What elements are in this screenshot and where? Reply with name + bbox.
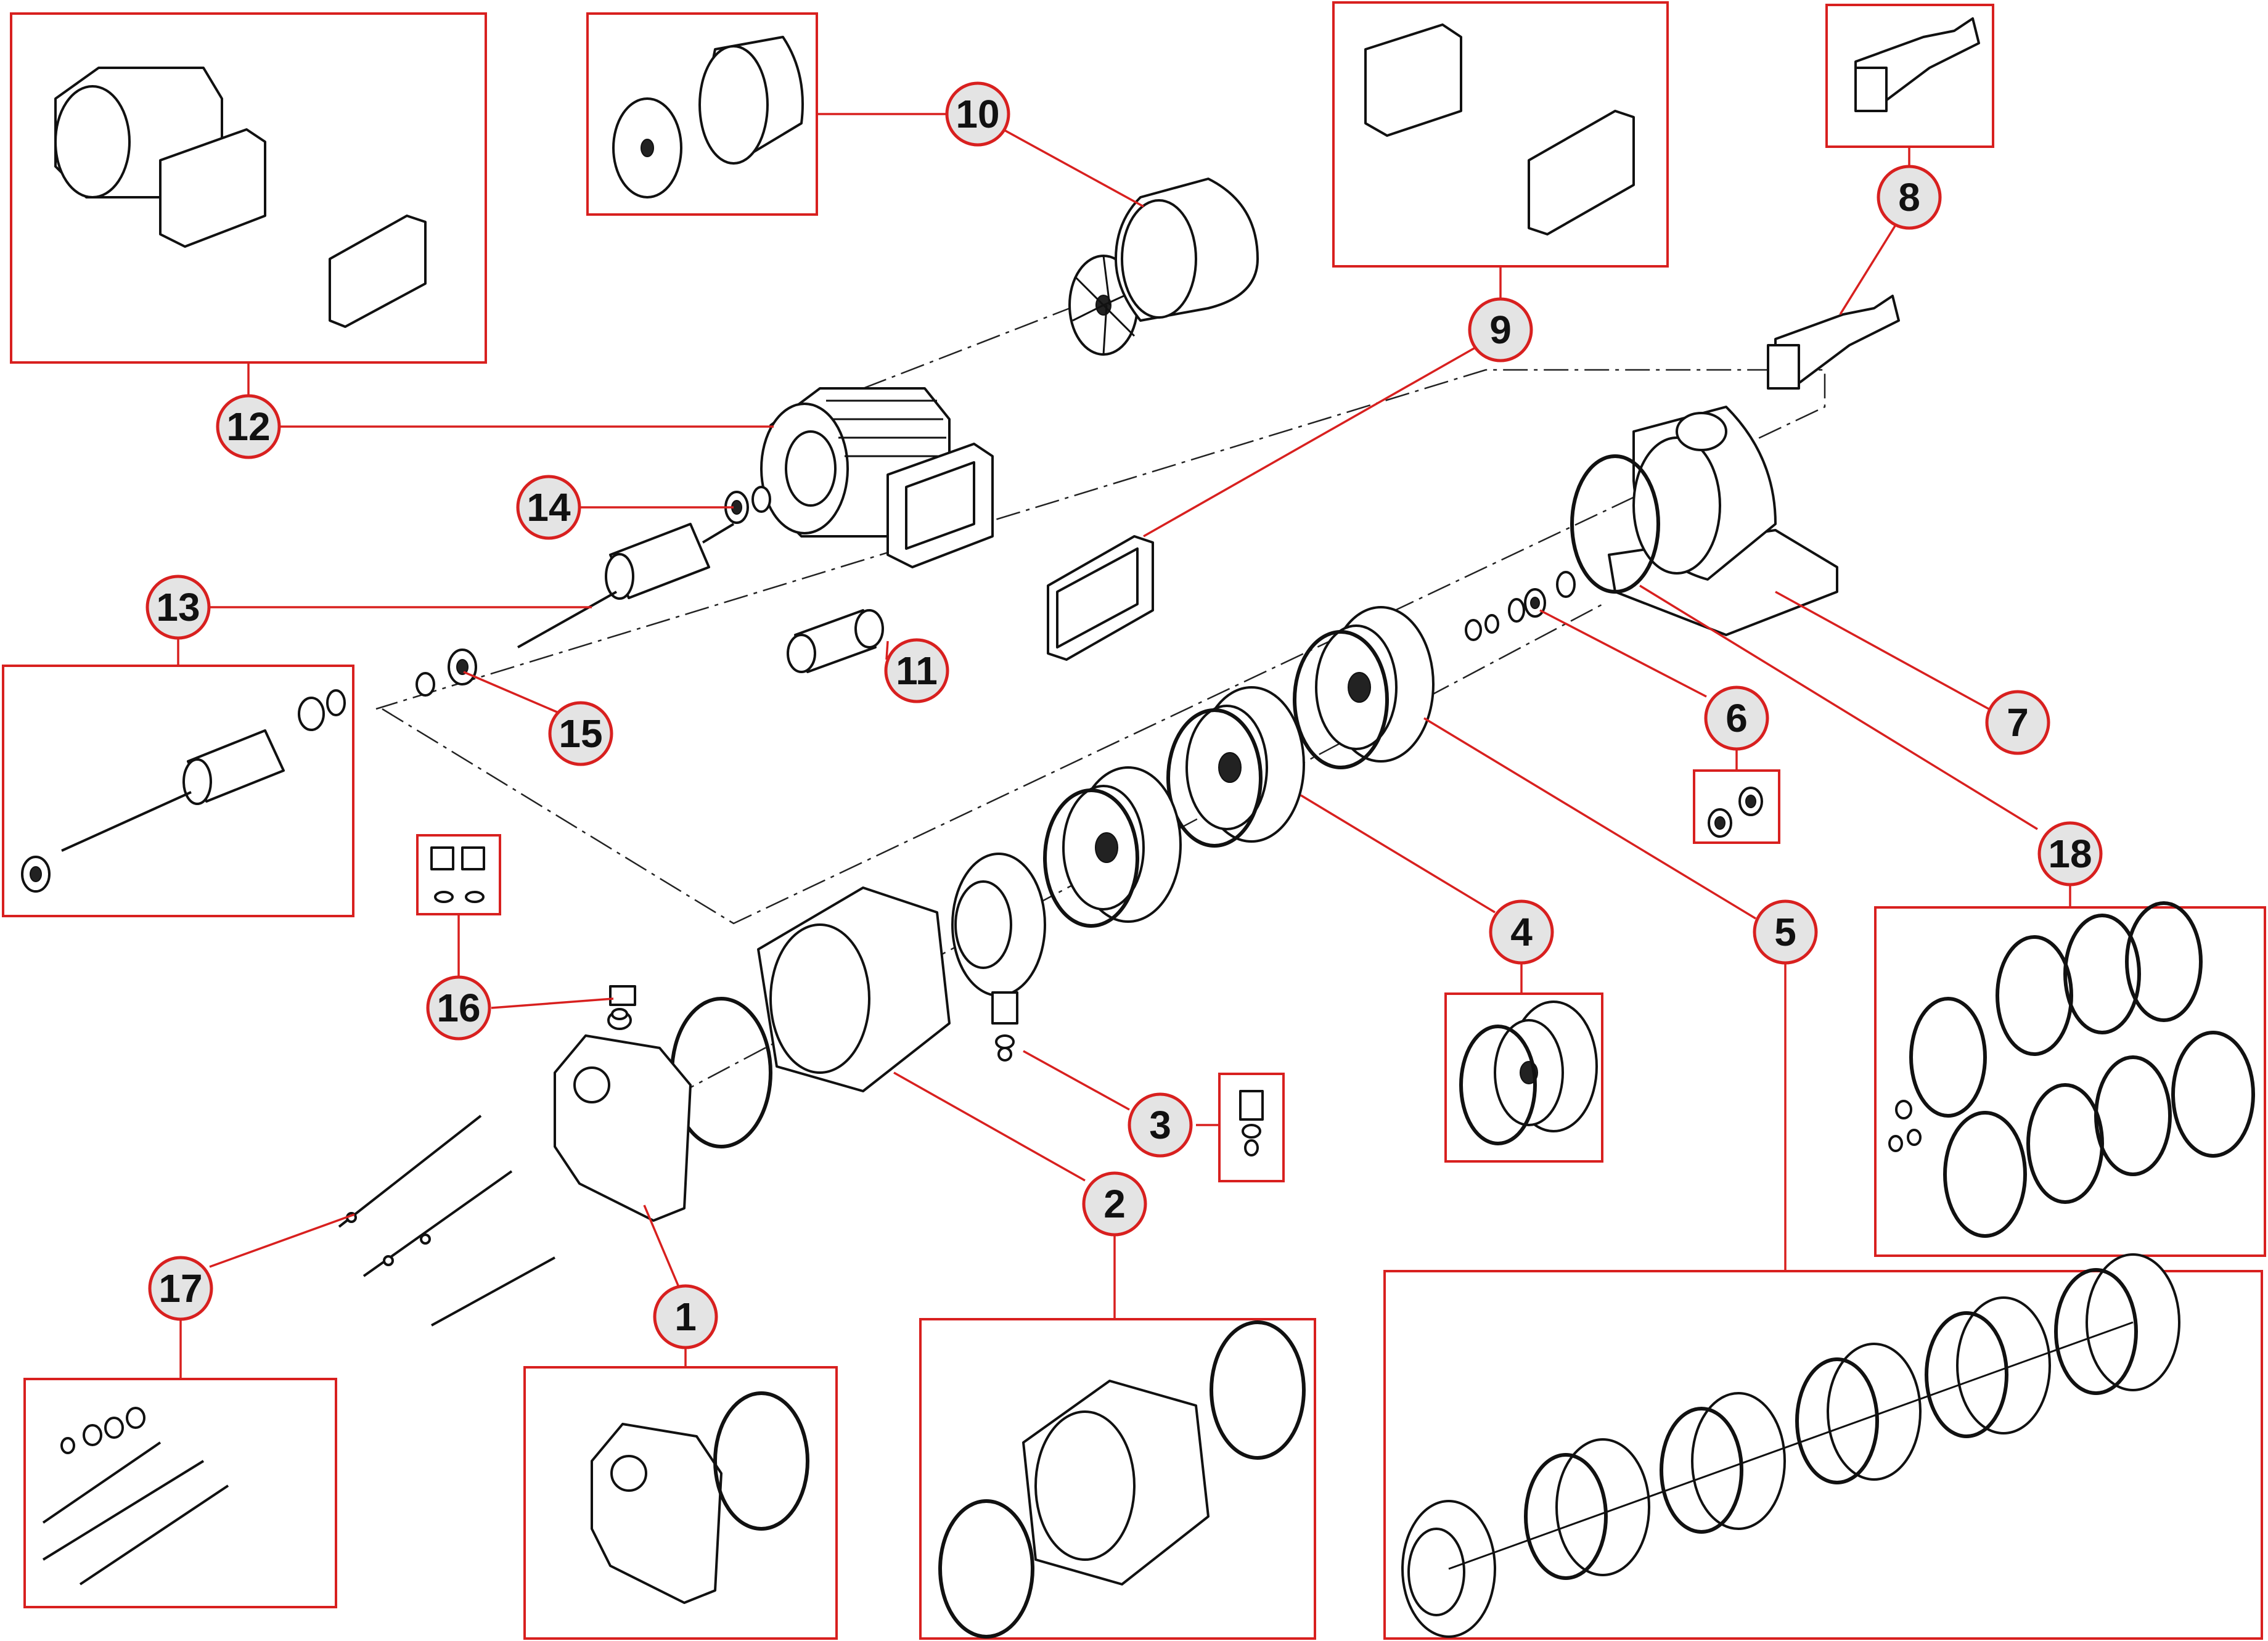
leader-1-part	[643, 1205, 681, 1289]
svg-text:14: 14	[526, 485, 571, 530]
detail-9-terminal-kit	[1364, 23, 1635, 235]
detail-box-1	[523, 1366, 838, 1640]
svg-text:2: 2	[1103, 1182, 1126, 1226]
svg-text:11: 11	[896, 649, 938, 693]
leader-15	[463, 671, 565, 716]
svg-text:9: 9	[1489, 308, 1512, 352]
pump-stages-part	[951, 606, 1435, 997]
assembly-axis-outline	[375, 369, 1826, 925]
leader-8-part	[1839, 221, 1899, 315]
callout-14: 14	[516, 475, 581, 540]
motor-fan-axis	[862, 270, 1166, 390]
bearing-rear-part	[416, 649, 477, 697]
svg-text:6: 6	[1726, 696, 1748, 740]
handle-part	[1767, 295, 1900, 390]
callout-12: 12	[216, 394, 281, 459]
leader-18-part	[1639, 584, 2038, 830]
pump-sleeve-part	[670, 886, 951, 1148]
callout-11: 11	[884, 638, 949, 703]
callout-17: 17	[148, 1256, 213, 1321]
callout-2: 2	[1082, 1171, 1147, 1237]
detail-box-3	[1218, 1073, 1285, 1182]
leader-10-part	[997, 125, 1144, 208]
callout-7: 7	[1985, 690, 2050, 755]
detail-box-6	[1693, 769, 1780, 844]
leader-7	[1775, 591, 1989, 710]
svg-text:12: 12	[226, 404, 270, 449]
callout-5: 5	[1753, 899, 1818, 965]
fan-cover-part	[1115, 178, 1259, 322]
svg-text:1: 1	[674, 1295, 697, 1339]
callout-3: 3	[1128, 1092, 1193, 1158]
detail-box-2	[919, 1318, 1316, 1640]
detail-4-stage-kit	[1459, 1001, 1598, 1145]
detail-2-sleeve-kit	[938, 1320, 1306, 1639]
detail-5-stage-kit	[1401, 1253, 2180, 1638]
detail-13-rotor-kit	[21, 689, 346, 893]
pump-housing-part	[1608, 406, 1838, 636]
svg-text:16: 16	[436, 986, 480, 1030]
detail-12-motor-kit	[54, 67, 427, 328]
front-cover-part	[554, 1010, 692, 1222]
svg-text:4: 4	[1510, 910, 1533, 954]
check-valve-part	[991, 991, 1018, 1062]
pump-oring-part	[1570, 454, 1660, 594]
shaft-seal-part	[1465, 571, 1576, 641]
svg-text:18: 18	[2048, 832, 2092, 876]
callout-13: 13	[145, 575, 211, 640]
rotor-shaft-part	[517, 523, 735, 649]
svg-text:15: 15	[559, 711, 602, 756]
terminal-box-part	[886, 443, 1154, 661]
callout-10: 10	[945, 81, 1010, 147]
leader-5-part	[1423, 717, 1756, 920]
callout-1: 1	[653, 1284, 718, 1349]
leader-6-part	[1539, 609, 1707, 698]
callout-15: 15	[548, 701, 613, 766]
detail-1-cover-kit	[591, 1391, 809, 1604]
detail-box-18	[1874, 906, 2266, 1257]
callout-6: 6	[1704, 685, 1769, 751]
detail-6-seal-kit	[1708, 787, 1763, 838]
svg-text:10: 10	[956, 92, 999, 136]
svg-text:5: 5	[1774, 910, 1796, 954]
drain-plug-part	[609, 985, 636, 1020]
callout-4: 4	[1489, 899, 1554, 965]
detail-17-rod-kit	[42, 1407, 229, 1586]
callout-8: 8	[1877, 165, 1942, 230]
detail-box-5	[1383, 1270, 2263, 1640]
detail-18-oring-kit	[1888, 901, 2255, 1238]
leader-2-part	[893, 1071, 1086, 1182]
bearing-front-part	[724, 486, 771, 524]
callout-18: 18	[2037, 821, 2103, 886]
svg-text:17: 17	[158, 1266, 202, 1311]
callout-9: 9	[1468, 297, 1533, 362]
detail-3-valve-kit	[1239, 1090, 1264, 1156]
svg-text:13: 13	[156, 585, 200, 629]
leader-9-part	[1143, 344, 1480, 538]
detail-8-handle-kit	[1854, 17, 1980, 112]
leader-16	[491, 997, 614, 1009]
callout-16: 16	[426, 975, 491, 1041]
detail-box-17	[23, 1378, 337, 1608]
detail-16-plug-kit	[430, 846, 485, 903]
detail-box-16	[416, 834, 501, 915]
capacitor-part	[787, 609, 884, 673]
svg-text:3: 3	[1149, 1103, 1171, 1147]
svg-text:8: 8	[1898, 175, 1920, 219]
detail-box-4	[1444, 992, 1603, 1163]
leader-11	[885, 640, 889, 660]
tie-rods-part	[338, 1115, 555, 1327]
svg-text:7: 7	[2007, 700, 2029, 745]
leader-17-part	[209, 1213, 355, 1268]
leader-3-part	[1023, 1050, 1130, 1111]
detail-10-fan-kit	[612, 36, 804, 198]
leader-4-part	[1300, 794, 1496, 914]
